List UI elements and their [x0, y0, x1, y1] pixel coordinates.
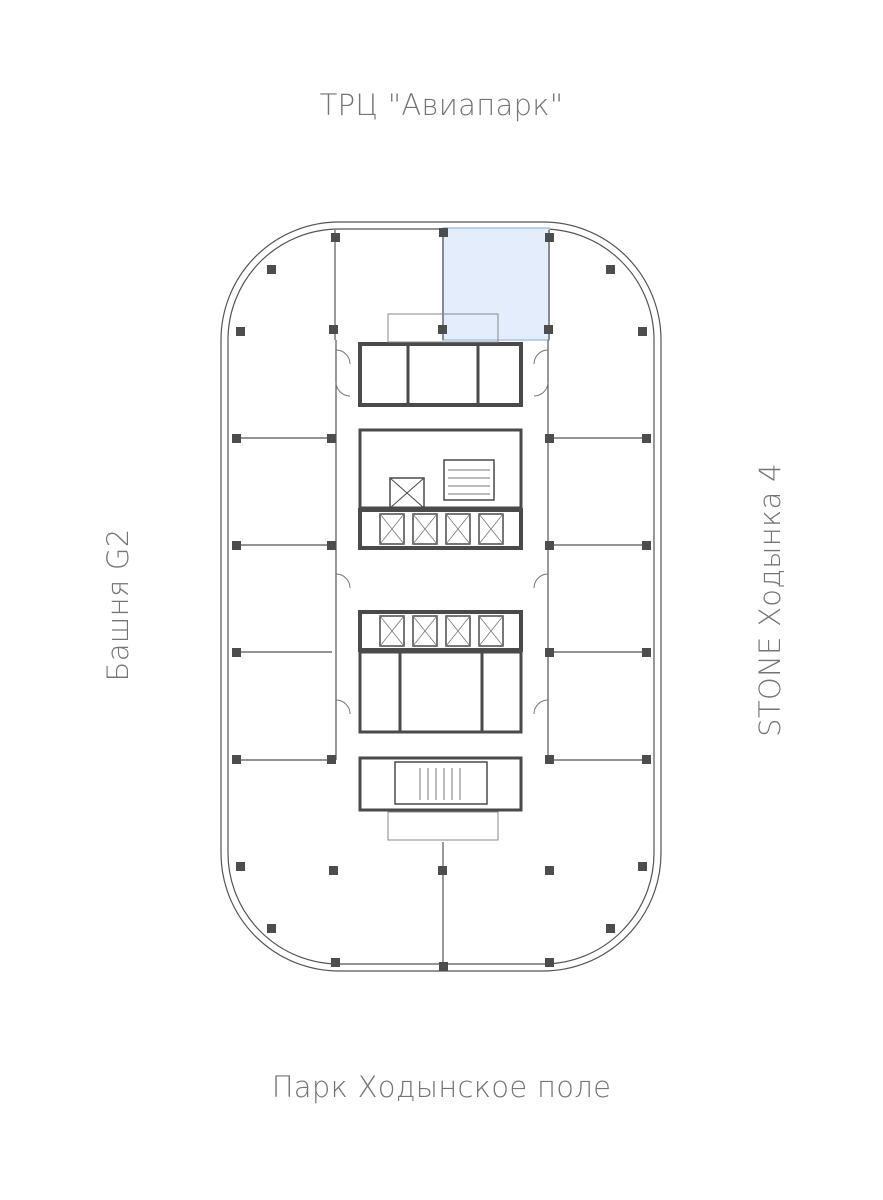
north-vestibule — [387, 313, 499, 343]
stairwell-upper — [443, 459, 495, 501]
label-north-avia-park: ТРЦ "Авиапарк" — [319, 88, 564, 122]
facade-outer — [220, 221, 662, 972]
core-block-stairs-lower — [358, 756, 523, 812]
elevator-bank-lower — [358, 610, 523, 652]
doors — [335, 349, 549, 715]
core-block-stairs-upper — [358, 428, 523, 510]
label-south-park: Парк Ходынское поле — [271, 1070, 612, 1104]
facade-outline — [220, 221, 662, 972]
facade-inner — [227, 228, 655, 965]
highlighted-office-unit[interactable] — [442, 227, 550, 341]
south-vestibule — [387, 811, 499, 841]
office-partitions — [237, 230, 646, 964]
building-core — [358, 313, 523, 841]
core-block-restrooms — [358, 650, 523, 734]
structural-columns — [232, 228, 651, 971]
stairwell-lower — [394, 761, 488, 805]
core-block-north — [358, 342, 523, 407]
elevator-bank-upper — [358, 508, 523, 550]
